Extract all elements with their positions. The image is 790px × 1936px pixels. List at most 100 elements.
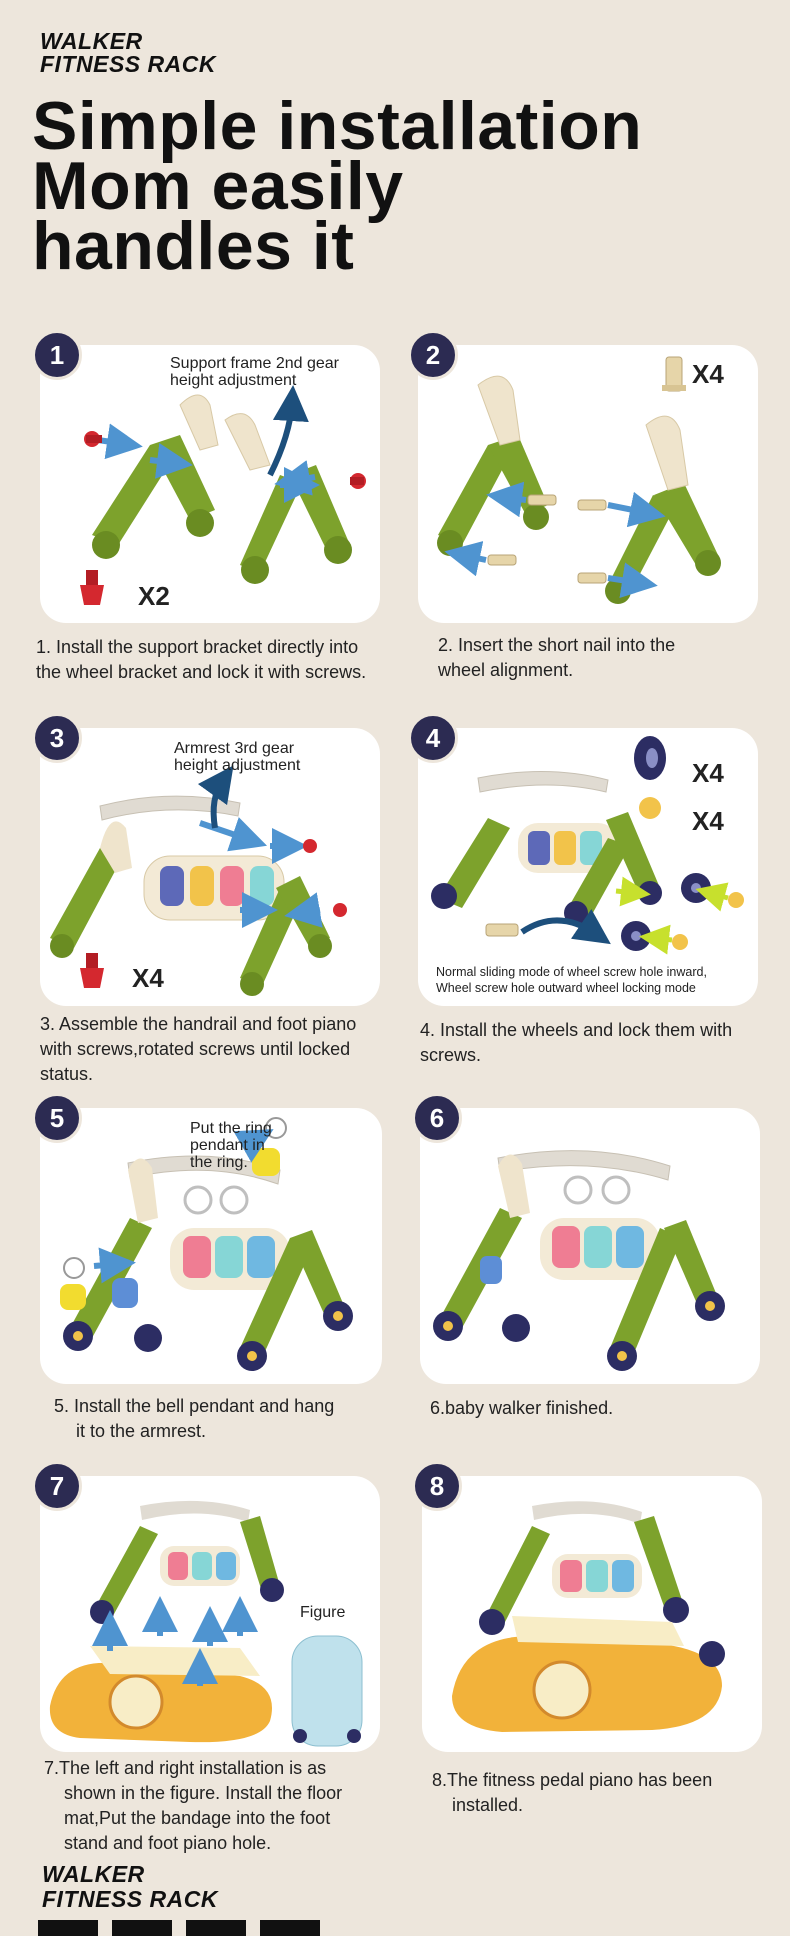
step-6-card [420, 1108, 760, 1384]
screw-icon [333, 903, 347, 917]
step-4-qty-wheels: X4 [692, 758, 724, 788]
step-5-illustration [60, 1117, 353, 1371]
screw-icon [80, 570, 104, 605]
arrow-icon [274, 460, 316, 496]
headline-line-3: handles it [32, 208, 355, 284]
caption-line: installed. [452, 1795, 524, 1815]
step-3-note: Armrest 3rd gear height adjustment [174, 740, 374, 774]
step-4-note: Normal sliding mode of wheel screw hole … [436, 964, 754, 996]
brand-line-1: WALKER [40, 28, 143, 54]
step-2-caption: 2. Insert the short nail into the wheel … [438, 633, 768, 683]
arrow-icon [149, 442, 193, 479]
screw-icon [350, 473, 366, 489]
step-2-qty: X4 [692, 359, 724, 389]
step-5-badge: 5 [32, 1093, 82, 1143]
page-headline: Simple installation Mom easily handles i… [32, 88, 772, 284]
bell-pendant-icon [112, 1278, 138, 1308]
step-5-caption: 5. Install the bell pendant and hang it … [54, 1394, 384, 1444]
step-8-illustration [452, 1501, 725, 1732]
arrow-icon [267, 385, 309, 477]
step-1-qty: X2 [138, 581, 170, 611]
caption-line: 6.baby walker finished. [430, 1398, 614, 1418]
peg-icon [487, 554, 517, 566]
peg-icon [577, 572, 607, 584]
note-line: the ring. [190, 1154, 248, 1171]
step-7-illustration [49, 1500, 363, 1747]
wheel-icon [634, 736, 666, 780]
headline-line-1: Simple installation [32, 88, 643, 164]
step-7-note: Figure [300, 1604, 380, 1621]
note-line: Normal sliding mode of wheel screw hole … [436, 965, 707, 979]
headline-line-2: Mom easily [32, 148, 404, 224]
caption-line: with screws,rotated screws until locked [40, 1039, 351, 1059]
step-8-card [422, 1476, 762, 1752]
wheel-screw-icon [672, 934, 688, 950]
note-line: Armrest 3rd gear [174, 740, 295, 757]
note-line: Wheel screw hole outward wheel locking m… [436, 981, 696, 995]
note-line: height adjustment [174, 757, 301, 774]
caption-line: the wheel bracket and lock it with screw… [36, 662, 367, 682]
step-3-illustration [50, 765, 347, 996]
step-1-illustration [80, 385, 366, 605]
step-5-note: Put the ring pendant in the ring. [190, 1120, 310, 1171]
caption-line: stand and foot piano hole. [64, 1833, 272, 1853]
step-2-badge: 2 [408, 330, 458, 380]
brand-line-2: FITNESS RACK [40, 51, 216, 77]
step-4-caption: 4. Install the wheels and lock them with… [420, 1018, 780, 1068]
cut-off-heading-fragment [38, 1920, 398, 1936]
note-line: Support frame 2nd gear [170, 355, 339, 372]
peg-icon [577, 499, 607, 511]
step-6-illustration [433, 1150, 725, 1371]
brand-logo-text: WALKER FITNESS RACK [40, 30, 216, 76]
caption-line: status. [40, 1064, 94, 1084]
step-1-badge: 1 [32, 330, 82, 380]
caption-line: 1. Install the support bracket directly … [36, 637, 359, 657]
step-3-caption: 3. Assemble the handrail and foot piano … [40, 1012, 400, 1087]
bell-pendant-icon [60, 1257, 86, 1310]
note-line: Figure [300, 1604, 346, 1621]
peg-icon [662, 356, 686, 392]
arrow-icon [97, 423, 143, 460]
step-7-badge: 7 [32, 1461, 82, 1511]
step-5-card: Put the ring pendant in the ring. [40, 1108, 382, 1384]
step-4-qty-screws: X4 [692, 806, 724, 836]
peg-icon [485, 923, 519, 937]
wheel-screw-icon [639, 797, 661, 819]
caption-line: wheel alignment. [438, 660, 574, 680]
step-1-caption: 1. Install the support bracket directly … [36, 635, 406, 685]
caption-line: it to the armrest. [76, 1421, 207, 1441]
caption-line: 8.The fitness pedal piano has been [432, 1770, 713, 1790]
wheel-icon [681, 873, 711, 903]
figure-side-view [291, 1635, 363, 1747]
caption-line: 5. Install the bell pendant and hang [54, 1396, 335, 1416]
step-8-caption: 8.The fitness pedal piano has been insta… [432, 1768, 762, 1818]
step-6-caption: 6.baby walker finished. [430, 1396, 760, 1421]
step-2-illustration [437, 356, 721, 604]
caption-line: mat,Put the bandage into the foot [64, 1808, 331, 1828]
caption-line: 4. Install the wheels and lock them with [420, 1020, 733, 1040]
caption-line: 7.The left and right installation is as [44, 1758, 327, 1778]
peg-icon [527, 494, 557, 506]
wheel-screw-icon [728, 892, 744, 908]
footer-brand-line-1: WALKER [42, 1861, 145, 1887]
step-3-qty: X4 [132, 963, 164, 993]
step-7-card: Figure [40, 1476, 380, 1752]
step-1-note: Support frame 2nd gear height adjustment [170, 355, 370, 389]
step-8-badge: 8 [412, 1461, 462, 1511]
wheel-icon [621, 921, 651, 951]
screw-icon [303, 839, 317, 853]
screw-icon [80, 953, 104, 988]
caption-line: 3. Assemble the handrail and foot piano [40, 1014, 357, 1034]
footer-brand-line-2: FITNESS RACK [42, 1886, 218, 1912]
step-3-card: Armrest 3rd gear height adjustment X4 [40, 728, 380, 1006]
step-4-card: X4 X4 Normal sliding mode of wheel screw… [418, 728, 758, 1006]
step-3-badge: 3 [32, 713, 82, 763]
note-line: Put the ring [190, 1120, 272, 1137]
footer-brand-logo-text: WALKER FITNESS RACK [42, 1862, 218, 1912]
caption-line: shown in the figure. Install the floor [64, 1783, 343, 1803]
step-4-illustration [431, 736, 744, 955]
caption-line: 2. Insert the short nail into the [438, 635, 676, 655]
step-1-card: Support frame 2nd gear height adjustment… [40, 345, 380, 623]
caption-line: screws. [420, 1045, 482, 1065]
note-line: pendant in [190, 1137, 265, 1154]
